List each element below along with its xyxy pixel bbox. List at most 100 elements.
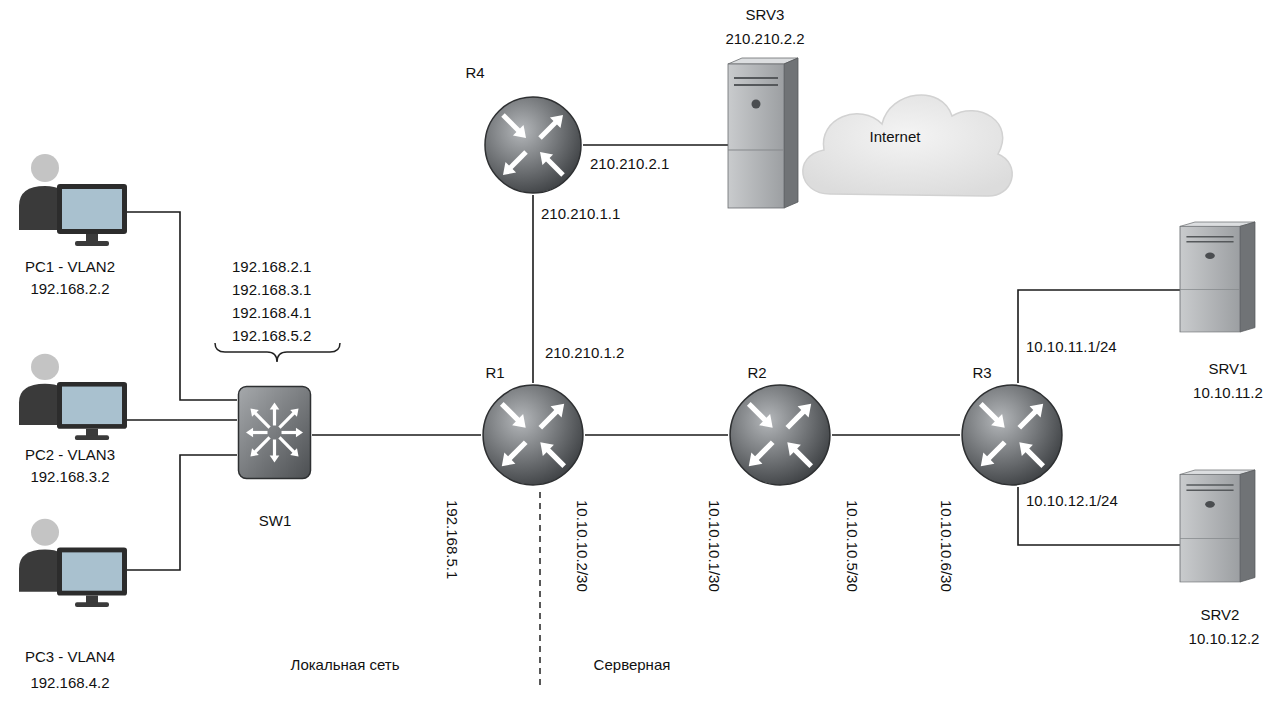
device-address: 10.10.12.2 [1189, 630, 1260, 648]
device-name: R4 [465, 64, 484, 82]
device-name: SRV1 [1209, 360, 1248, 378]
label-holder: PC3 - VLAN4 [25, 648, 115, 666]
user-head [31, 354, 59, 380]
server-slot [1186, 484, 1233, 485]
network-link [312, 434, 481, 436]
label-holder: 10.10.11.1/24 [1026, 338, 1117, 356]
arrow-head [991, 414, 1005, 428]
monitor-stand [86, 234, 98, 242]
arrow-shaft [509, 442, 526, 459]
interface-address: 10.10.10.1/30 [705, 500, 723, 592]
device-name: R2 [747, 364, 766, 382]
arrow-head [246, 428, 253, 438]
arrow-head [787, 442, 801, 456]
arrow-head [540, 442, 554, 456]
label-holder: 192.168.2.2 [30, 280, 109, 298]
label-holder: Серверная [594, 656, 671, 674]
arrow-shaft [981, 404, 998, 421]
interface-address: 192.168.4.1 [232, 304, 311, 322]
router-icon: R4 [483, 95, 583, 195]
arrow-shaft [273, 409, 276, 426]
server-front [728, 64, 784, 208]
label-holder: R2 [747, 364, 766, 382]
device-address: 10.10.11.2 [1193, 384, 1263, 402]
device-name: PC2 - VLAN3 [25, 446, 115, 464]
router-arrows [502, 404, 564, 466]
arrow-shaft [502, 404, 519, 421]
zone-label: Локальная сеть [291, 656, 400, 674]
arrow-head [250, 448, 258, 456]
arrow-shaft [988, 442, 1005, 459]
router-arrows [981, 404, 1043, 466]
label-holder: SRV1 [1209, 360, 1248, 378]
arrow-head [798, 404, 812, 418]
network-link [585, 434, 728, 436]
arrow-shaft [282, 431, 297, 434]
label-holder: 192.168.5.1 [443, 500, 461, 579]
label-holder: 10.10.10.6/30 [937, 500, 955, 592]
router-icon: R3 [960, 383, 1064, 487]
server-button [752, 100, 761, 109]
monitor-stand [86, 596, 98, 604]
arrow-head [1030, 404, 1044, 418]
interface-address: 210.210.1.1 [541, 205, 620, 223]
interface-address: 10.10.10.6/30 [937, 500, 955, 592]
node-outline [1180, 222, 1255, 332]
node-outline [15, 150, 127, 246]
arrow-shaft [510, 152, 526, 168]
arrow-head [981, 453, 995, 467]
zone-label: Серверная [594, 656, 671, 674]
network-link [1018, 290, 1180, 383]
arrow-shaft [756, 442, 773, 459]
label-holder: Internet [870, 128, 921, 146]
arrow-shaft [279, 437, 294, 452]
device-name: SRV3 [746, 6, 785, 24]
interface-address: 192.168.5.2 [232, 327, 311, 345]
switch-body [239, 387, 311, 479]
server-slot [1186, 489, 1233, 490]
address-bracket [215, 343, 340, 362]
device-name: R1 [485, 364, 504, 382]
arrow-shaft [255, 437, 270, 452]
network-link [583, 144, 728, 146]
arrow-shaft [749, 404, 766, 421]
router-body [483, 385, 583, 485]
network-link [127, 419, 237, 421]
node-outline [237, 385, 312, 480]
label-holder: R3 [972, 364, 991, 382]
label-holder: 210.210.2.2 [725, 30, 804, 48]
interface-address: 210.210.2.1 [590, 155, 669, 173]
server-side [1240, 470, 1255, 582]
arrow-shaft [548, 450, 565, 467]
server-side [1240, 222, 1255, 332]
server-seam [1180, 538, 1240, 539]
router-icon: R2 [728, 383, 832, 487]
server-slot [1186, 236, 1233, 237]
interface-address: 192.168.5.1 [443, 500, 461, 579]
arrow-head [503, 162, 516, 175]
device-address: 210.210.2.2 [725, 30, 804, 48]
label-holder: Локальная сеть [291, 656, 400, 674]
router-body [962, 385, 1062, 485]
monitor-screen [62, 552, 122, 590]
node-outline [728, 383, 832, 487]
device-name: PC3 - VLAN4 [25, 648, 115, 666]
label-holder: 10.10.11.2 [1193, 384, 1263, 402]
server-button [1205, 252, 1215, 259]
interface-address: 192.168.2.1 [232, 258, 311, 276]
label-holder: SRV3 [746, 6, 785, 24]
switch-arrows [246, 403, 303, 463]
arrow-head [749, 453, 763, 467]
network-link [127, 212, 237, 400]
arrow-head [759, 414, 773, 428]
arrow-head [250, 408, 258, 416]
arrow-shaft [1019, 411, 1036, 428]
label-holder: PC1 - VLAN2 [25, 258, 115, 276]
internet-cloud: Internet [790, 68, 1020, 218]
router-icon: R1 [481, 383, 585, 487]
label-holder: 10.10.10.2/30 [573, 500, 591, 592]
arrow-shaft [255, 413, 270, 428]
node-outline [481, 383, 585, 487]
device-name: Internet [870, 128, 921, 146]
